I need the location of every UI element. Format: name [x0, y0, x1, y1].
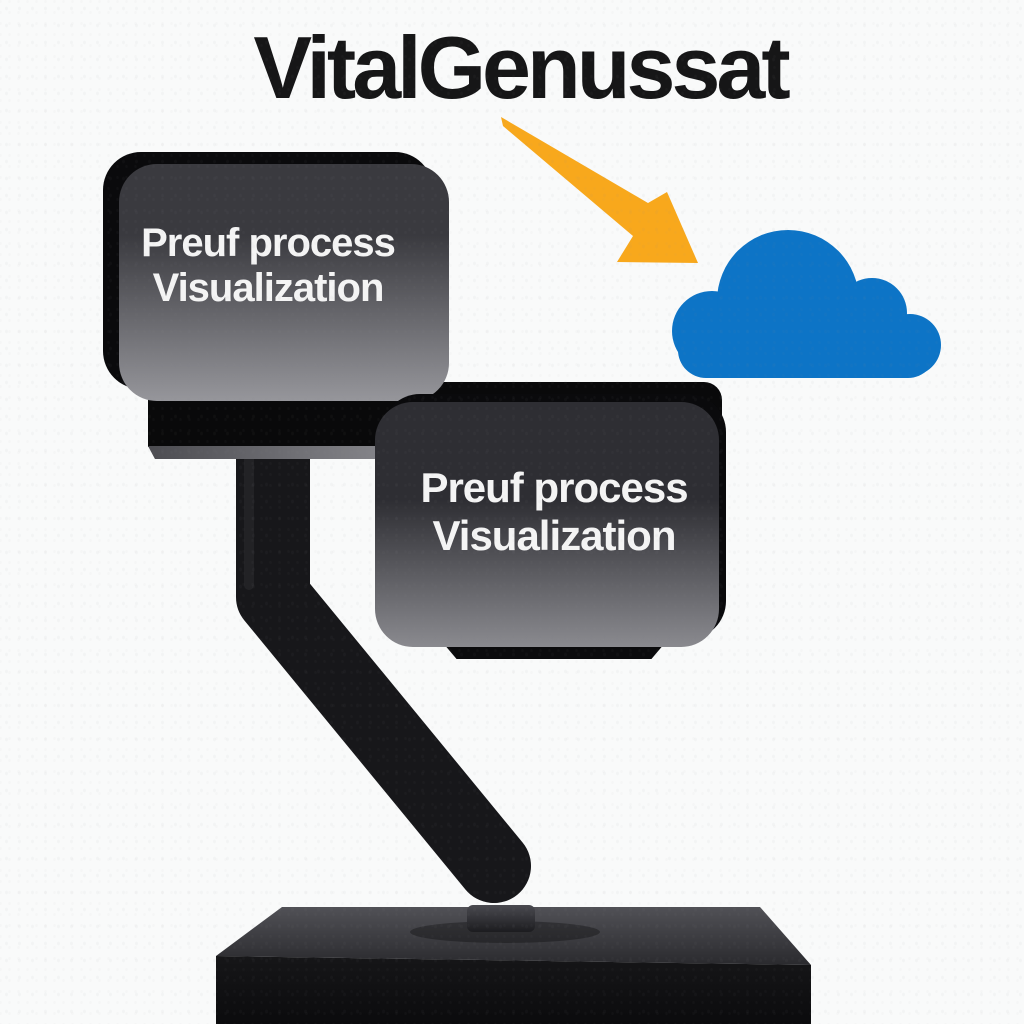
panel-2-line-2: Visualization	[432, 511, 677, 559]
arm-crossbar-bevel	[148, 446, 426, 459]
arm-pivot	[467, 905, 535, 932]
process-panel-2: Preuf process Visualization	[382, 394, 726, 639]
process-panel-1: Preuf process Visualization	[103, 152, 433, 389]
arrow-down-right-icon	[501, 117, 698, 263]
pedestal-base	[216, 907, 811, 1024]
panel-1-line-2: Visualization	[152, 265, 385, 310]
page-title: VitalGenussat	[253, 18, 790, 117]
panel-2-line-1: Preuf process	[420, 463, 688, 511]
panel-2-label: Preuf process Visualization	[420, 463, 688, 560]
monitor-arm	[236, 397, 531, 903]
cloud-icon	[672, 230, 941, 378]
panel-1-label: Preuf process Visualization	[141, 220, 396, 311]
panel-1-line-1: Preuf process	[141, 220, 396, 265]
